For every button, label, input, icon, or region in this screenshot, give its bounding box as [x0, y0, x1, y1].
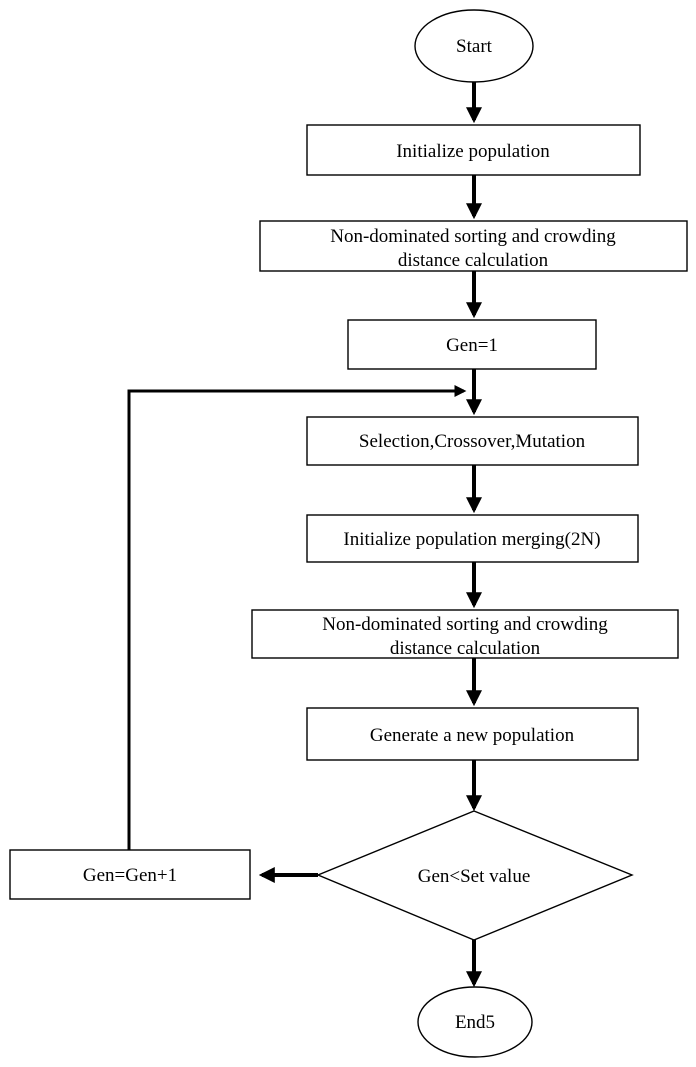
gen-init-box: [347, 319, 597, 370]
end-terminal: [417, 986, 533, 1058]
sorting-box-2: [251, 609, 679, 659]
selection-label: Selection,Crossover,Mutation: [359, 431, 586, 452]
sorting-2-label-line1: Non-dominated sorting and crowding: [322, 614, 608, 635]
selection-box: [306, 416, 639, 466]
merging-label: Initialize population merging(2N): [343, 529, 600, 550]
sorting-box-1: [259, 220, 688, 272]
generate-label: Generate a new population: [370, 725, 575, 746]
sorting-1-label-line2: distance calculation: [398, 250, 549, 271]
start-terminal: [414, 9, 534, 83]
gen-init-label: Gen=1: [446, 335, 498, 356]
decision-diamond: [316, 810, 634, 941]
loop-back-line: [127, 385, 467, 850]
end-label: End5: [455, 1012, 495, 1033]
initialize-population-label: Initialize population: [396, 141, 550, 162]
increment-label: Gen=Gen+1: [83, 865, 177, 886]
generate-box: [306, 707, 639, 761]
increment-box: [9, 849, 251, 900]
start-label: Start: [456, 36, 493, 57]
sorting-2-label-line2: distance calculation: [390, 638, 541, 659]
decision-label: Gen<Set value: [418, 866, 531, 887]
initialize-population-box: [306, 124, 641, 176]
merging-box: [306, 514, 639, 563]
sorting-1-label-line1: Non-dominated sorting and crowding: [330, 226, 616, 247]
